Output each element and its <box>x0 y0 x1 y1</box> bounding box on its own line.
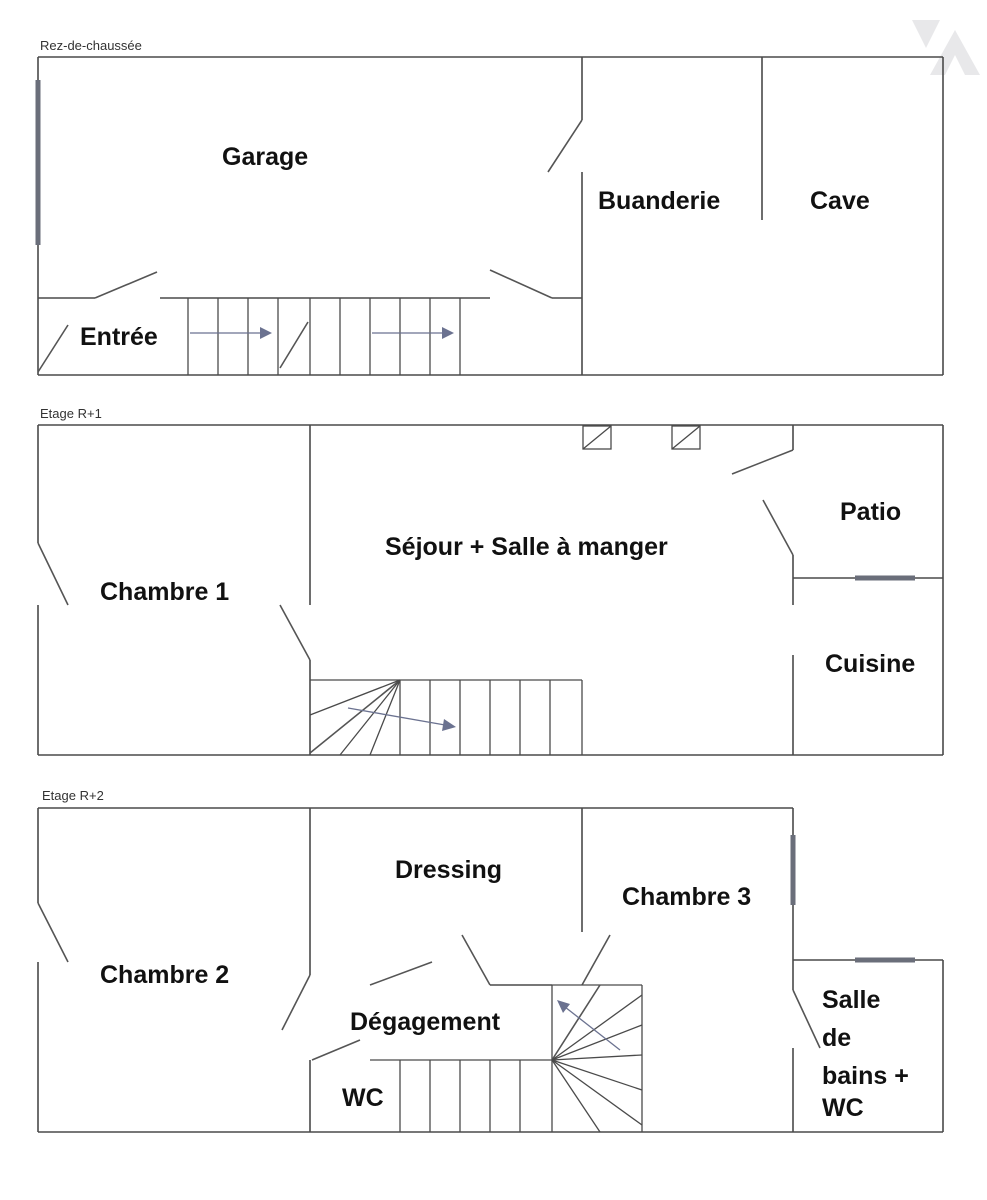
room-patio: Patio <box>840 498 901 526</box>
room-sdb-line: WC <box>822 1094 864 1122</box>
second-doors <box>37 902 821 1061</box>
ventilation-ducts <box>582 425 701 450</box>
room-sejour: Séjour + Salle à manger <box>385 533 668 561</box>
room-chambre-2: Chambre 2 <box>100 961 229 989</box>
stair-arrowhead <box>442 327 454 339</box>
room-wc: WC <box>342 1084 384 1112</box>
room-garage: Garage <box>222 143 308 171</box>
first-staircase <box>309 679 583 756</box>
level-second: Etage R+2 <box>37 788 944 1133</box>
room-chambre-1: Chambre 1 <box>100 578 229 606</box>
room-dressing: Dressing <box>395 856 502 884</box>
room-entree: Entrée <box>80 323 158 351</box>
watermark-logo <box>912 20 980 75</box>
room-chambre-3: Chambre 3 <box>622 883 751 911</box>
stair-arrow <box>564 1006 621 1051</box>
stair-arrow <box>347 707 446 726</box>
second-staircase <box>370 984 643 1133</box>
room-sdb-line: de <box>822 1024 851 1052</box>
room-sdb-line: Salle <box>822 986 880 1014</box>
level-first: Etage R+1 <box>37 406 944 756</box>
room-sdb-line: bains + <box>822 1062 909 1090</box>
room-buanderie: Buanderie <box>598 187 720 215</box>
stair-arrowhead <box>442 719 456 731</box>
ground-staircase <box>187 298 461 375</box>
room-cave: Cave <box>810 187 870 215</box>
room-cuisine: Cuisine <box>825 650 915 678</box>
level-label-first: Etage R+1 <box>40 406 102 421</box>
ground-walls <box>37 56 944 376</box>
level-label-ground: Rez-de-chaussée <box>40 38 142 53</box>
level-ground: Rez-de-chaussée <box>35 38 944 376</box>
stair-arrowhead <box>260 327 272 339</box>
level-label-second: Etage R+2 <box>42 788 104 803</box>
ground-doors <box>37 119 583 373</box>
room-degagement: Dégagement <box>350 1008 501 1036</box>
stair-arrowhead <box>557 1000 570 1013</box>
first-doors <box>37 449 794 661</box>
